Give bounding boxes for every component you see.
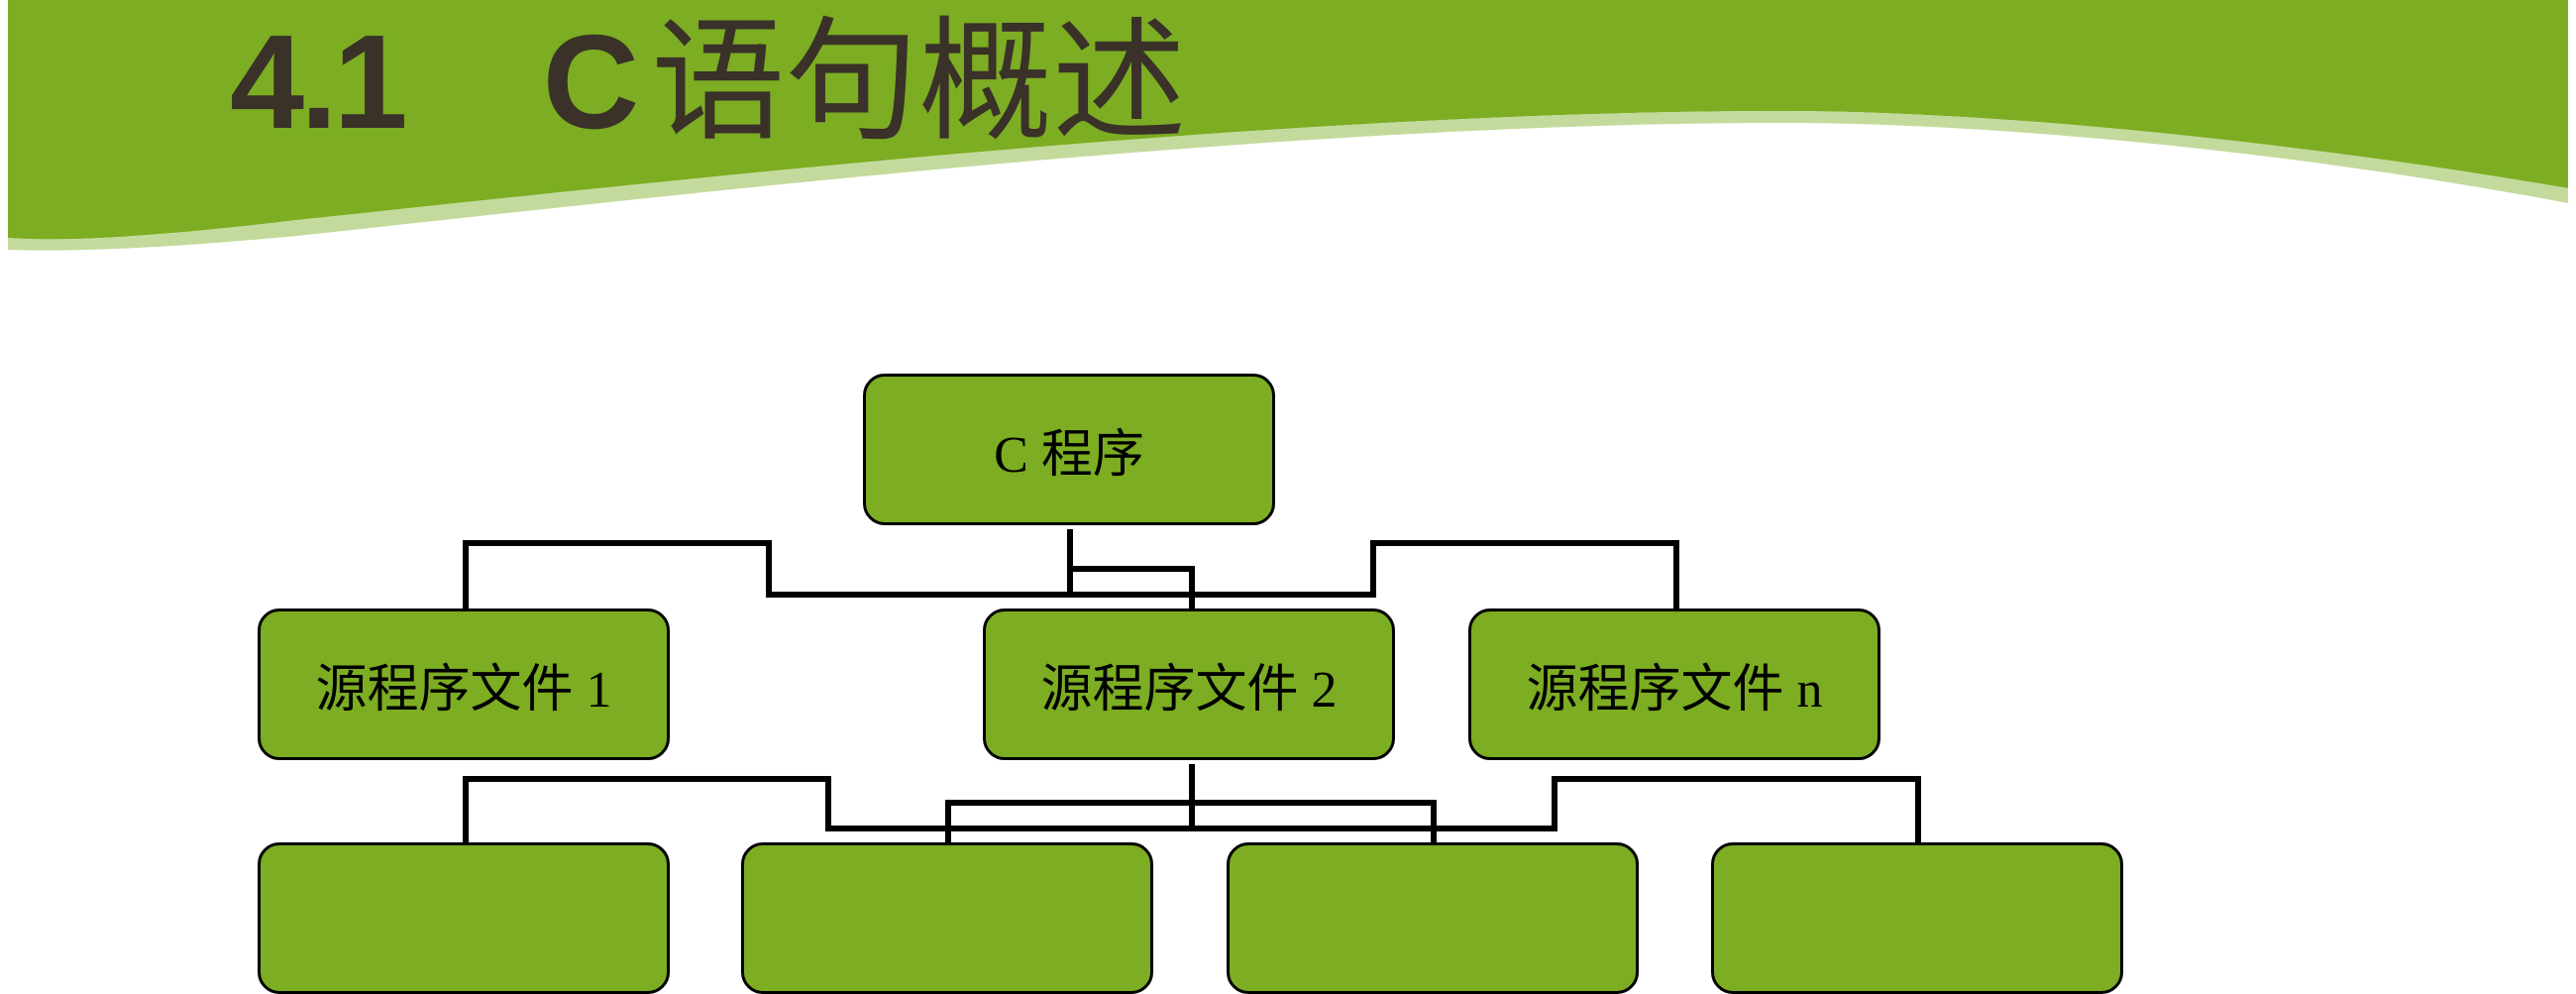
connector-root-file2 [1067,529,1195,608]
page-title: 4.1 C语句概述 [230,0,1186,166]
connector-root-file1 [463,529,1073,608]
title-text: 语句概述 [651,7,1187,157]
node-source-file-n: 源程序文件 n [1468,608,1880,760]
header-light-stripe [8,111,2568,251]
header-green-band [8,0,2568,240]
connectors [463,529,1921,842]
node-child-3 [1227,842,1639,994]
node-source-file-2: 源程序文件 2 [983,608,1395,760]
connector-root-filen [1070,540,1679,608]
title-number: 4.1 [230,7,408,157]
title-letter: C [542,7,640,157]
node-child-4 [1711,842,2123,994]
node-c-program: C 程序 [863,374,1275,525]
connector-file2-child2-3 [945,800,1437,842]
node-child-2 [741,842,1153,994]
connector-file2-child4 [1192,776,1921,842]
node-source-file-1: 源程序文件 1 [258,608,670,760]
connector-file2-child1 [463,764,1195,842]
header-band [8,0,2568,842]
node-child-1 [258,842,670,994]
